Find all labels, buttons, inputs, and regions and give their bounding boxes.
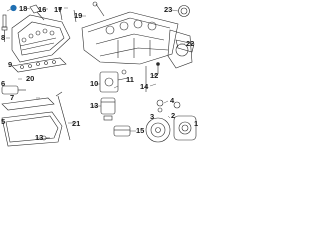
flywheel-icon <box>145 117 171 143</box>
callout-label: 11 <box>126 75 134 84</box>
callout-label: 8 <box>1 33 6 42</box>
callout-label: 1 <box>194 119 199 128</box>
oil-pump-icon <box>99 69 129 93</box>
callout-label: 3 <box>150 112 155 121</box>
callout-label: 15 <box>136 126 145 135</box>
parts-diagram: 23 18 16 17 19 21 8 9 22 11 10 12 13 15 … <box>0 0 200 147</box>
oil-pan-icon <box>1 111 63 147</box>
callout-label: 4 <box>170 96 175 105</box>
bolt-set-icon <box>58 1 105 23</box>
callout-label: 13 <box>35 133 44 142</box>
callout-label: 19 <box>74 11 83 20</box>
exploded-view-art <box>1 1 197 147</box>
dipstick-tube-icon <box>55 91 71 141</box>
callout-label: 6 <box>1 79 6 88</box>
callout-label: 13 <box>90 101 99 110</box>
callout-label: 5 <box>1 117 6 126</box>
oil-filter-icon <box>100 97 116 121</box>
washer-icon <box>156 99 181 113</box>
pipe-fitting-icon <box>1 14 8 42</box>
dipstick-icon <box>145 62 160 92</box>
callout-label: 12 <box>150 71 159 80</box>
plug-highlight-icon <box>10 4 17 12</box>
callout-label: 16 <box>38 5 47 14</box>
callout-label: 23 <box>164 5 173 14</box>
callout-label: 14 <box>140 82 149 91</box>
callout-label: 22 <box>186 39 195 48</box>
callout-label: 7 <box>10 93 15 102</box>
filter-housing-icon <box>113 125 131 137</box>
sensor-icon <box>1 85 26 95</box>
seal-ring-icon <box>178 5 190 17</box>
leader-lines <box>6 7 185 139</box>
timing-cover-icon <box>167 29 193 69</box>
vent-tube-icon <box>29 4 45 21</box>
pan-gasket-icon <box>1 97 55 111</box>
rear-seal-housing-icon <box>173 115 197 141</box>
callout-label: 21 <box>72 119 81 128</box>
callout-label: 18 <box>19 4 28 13</box>
engine-block-icon <box>81 11 179 65</box>
callout-label: 20 <box>26 74 35 83</box>
callout-label: 2 <box>171 111 176 120</box>
cylinder-head-icon <box>11 14 71 63</box>
callout-label: 17 <box>54 5 63 14</box>
head-gasket-icon <box>11 57 67 73</box>
callout-label: 10 <box>90 79 99 88</box>
callout-label: 9 <box>8 60 13 69</box>
bracket-icon <box>175 39 195 53</box>
